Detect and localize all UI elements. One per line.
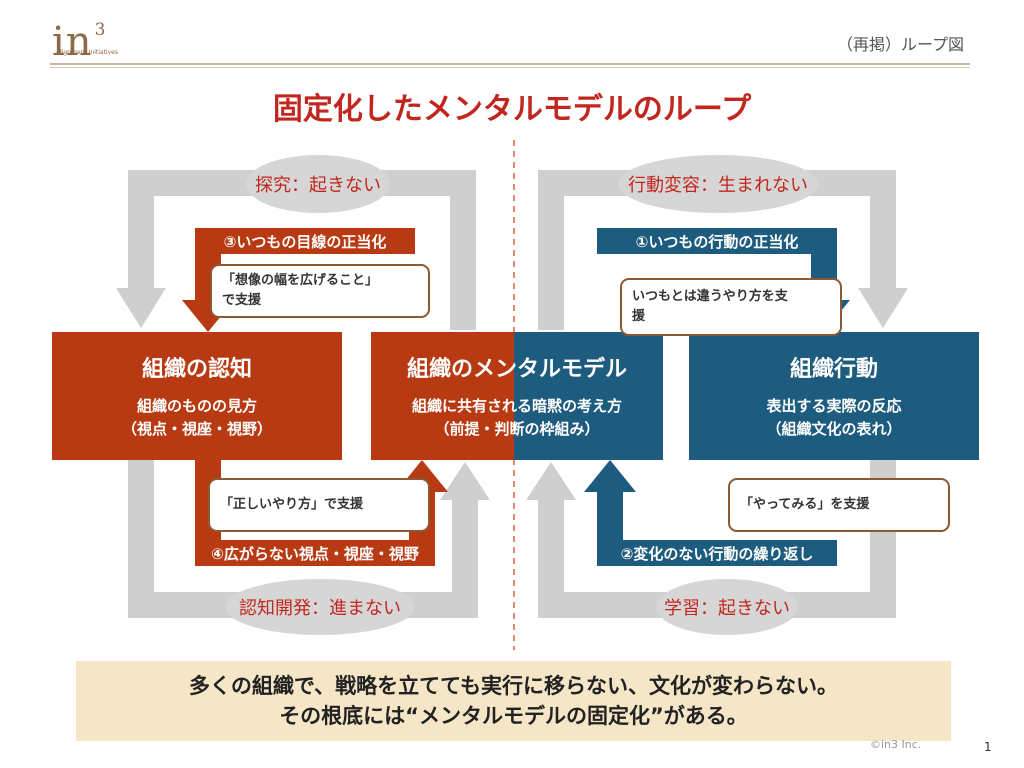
copyright: ©in3 Inc.: [870, 738, 922, 751]
left-top-ellipse: 探究：起きない: [246, 155, 390, 213]
right-top-ellipse: 行動変容：生まれない: [618, 155, 818, 213]
logo-text: in: [52, 19, 93, 65]
left-outer-right-bottom: [452, 500, 478, 618]
box-title: 組織の認知: [141, 357, 252, 382]
right-outer-right-top: [870, 170, 896, 288]
band-label: ④広がらない視点・視座・視野: [211, 544, 419, 563]
box-subtitle: 組織のものの見方: [136, 397, 257, 415]
logo-tagline: Alignment Initiatives: [56, 49, 118, 56]
left-outer-left-top: [128, 170, 154, 288]
band-label: ②変化のない行動の繰り返し: [620, 544, 814, 563]
box-subtitle: （組織文化の表れ）: [766, 420, 902, 438]
right-bottom-callout: 「やってみる」を支援: [728, 478, 950, 532]
logo-superscript: 3: [94, 20, 107, 40]
band-label: ①いつもの行動の正当化: [635, 232, 799, 251]
right-top-callout: いつもとは違うやり方を支 援: [620, 278, 842, 336]
left-outer-right-top: [450, 170, 476, 330]
slide-label: （再掲）ループ図: [836, 35, 964, 54]
left-outer-arrowhead-down: [116, 288, 166, 328]
right-bottom-ellipse: 学習：起きない: [656, 579, 798, 635]
mental-model-box: 組織のメンタルモデル 組織に共有される暗黙の考え方 （前提・判断の枠組み）: [371, 332, 663, 460]
box-subtitle: （前提・判断の枠組み）: [434, 420, 600, 438]
box-title: 組織行動: [789, 357, 878, 382]
left-top-callout: 「想像の幅を広げること」 で支援: [210, 264, 430, 318]
callout-line: 「想像の幅を広げること」: [222, 273, 379, 288]
callout-line: 「正しいやり方」で支援: [220, 497, 364, 512]
right-top-band: ①いつもの行動の正当化: [597, 228, 837, 254]
summary-line: 多くの組織で、戦略を立てても実行に移らない、文化が変わらない。: [188, 674, 839, 698]
cognition-box: 組織の認知 組織のものの見方 （視点・視座・視野）: [52, 332, 342, 460]
callout-line: いつもとは違うやり方を支: [632, 289, 788, 304]
left-inner-bottom-band-bg: [195, 540, 435, 566]
box-subtitle: （視点・視座・視野）: [121, 420, 272, 438]
header-divider: [50, 63, 970, 65]
ellipse-label: 探究：起きない: [255, 175, 381, 196]
callout-line: で支援: [222, 293, 262, 308]
right-outer-arrowhead-up: [526, 462, 576, 500]
box-subtitle: 表出する実際の反応: [766, 397, 902, 415]
right-outer-left-top: [538, 170, 564, 330]
summary-line: その根底には“メンタルモデルの固定化”がある。: [279, 704, 748, 728]
page-number: 1: [984, 740, 992, 754]
callout-line: 「やってみる」を支援: [740, 497, 870, 512]
ellipse-label: 行動変容：生まれない: [628, 175, 808, 196]
header-divider-thin: [50, 67, 970, 68]
left-bottom-band: ④広がらない視点・視座・視野: [195, 540, 435, 566]
behavior-box: 組織行動 表出する実際の反応 （組織文化の表れ）: [689, 332, 979, 460]
right-bottom-band: ②変化のない行動の繰り返し: [597, 540, 837, 566]
left-bottom-ellipse: 認知開発：進まない: [225, 579, 415, 635]
band-label: ③いつもの目線の正当化: [223, 232, 387, 251]
right-inner-bottom-band-bg: [597, 540, 837, 566]
slide-title: 固定化したメンタルモデルのループ: [272, 92, 752, 127]
left-bottom-callout: 「正しいやり方」で支援: [208, 478, 430, 532]
left-outer-left-bottom: [128, 460, 154, 618]
box-subtitle: 組織に共有される暗黙の考え方: [411, 397, 622, 415]
callout-line: 援: [632, 309, 646, 324]
left-outer-arrowhead-up: [440, 462, 490, 500]
ellipse-label: 認知開発：進まない: [239, 598, 401, 619]
right-outer-arrowhead-down: [858, 288, 908, 328]
summary-message: 多くの組織で、戦略を立てても実行に移らない、文化が変わらない。 その根底には“メ…: [76, 661, 951, 741]
left-top-band: ③いつもの目線の正当化: [195, 228, 415, 254]
ellipse-label: 学習：起きない: [664, 598, 790, 619]
left-inner-top-band-bg: [195, 228, 415, 254]
box-title: 組織のメンタルモデル: [406, 357, 627, 382]
right-inner-top-band-bg: [597, 228, 837, 254]
right-inner-arrowhead-up: [584, 460, 636, 492]
